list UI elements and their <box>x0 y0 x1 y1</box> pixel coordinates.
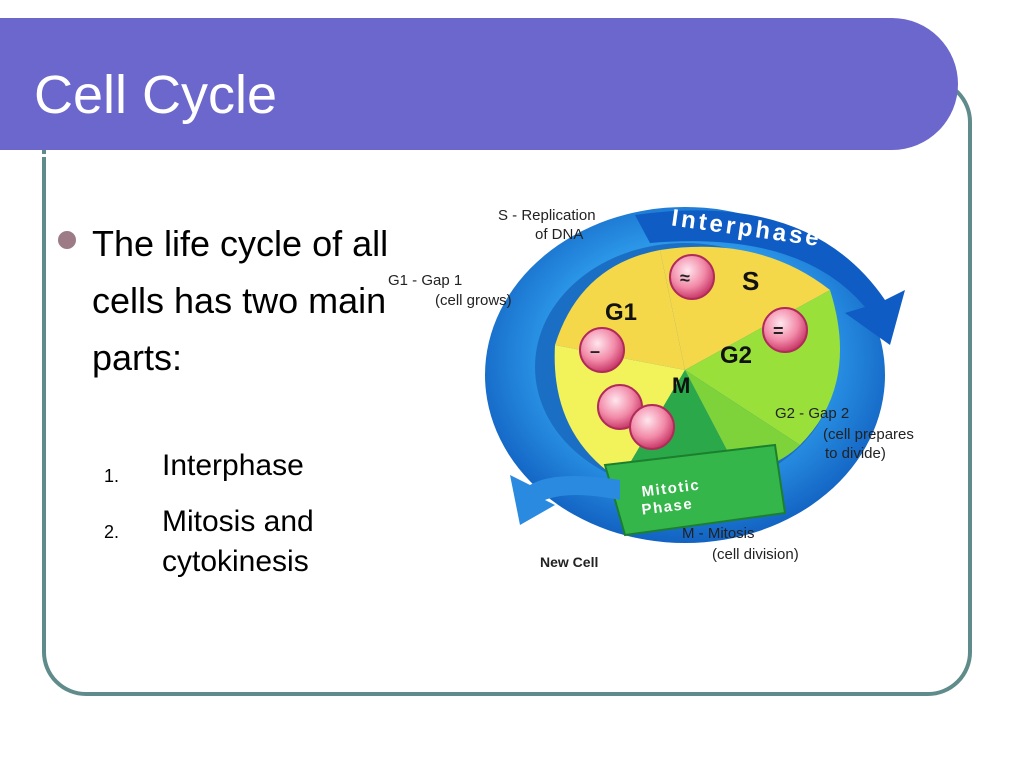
list-item-number: 2. <box>104 522 120 542</box>
cell-cycle-diagram: Interphase G1 S G2 M ≈ – = Mitotic Phase… <box>388 204 914 570</box>
m-phase-label-sub: (cell division) <box>712 546 799 563</box>
interphase-arrow <box>635 210 905 345</box>
g2-phase-label: G2 - Gap 2 <box>775 405 849 422</box>
mitotic-banner <box>603 443 787 537</box>
g1-phase-letter: G1 <box>605 299 637 326</box>
m-phase-label: M - Mitosis <box>682 525 755 542</box>
new-cell-arrow-icon <box>510 475 620 525</box>
bullet-dot-icon <box>58 231 76 249</box>
g1-phase-label-sub: (cell grows) <box>435 292 512 309</box>
slide-title: Cell Cycle <box>34 65 278 125</box>
new-cell-label: New Cell <box>540 554 598 570</box>
list-item-text: Mitosis and cytokinesis <box>162 505 314 578</box>
g1-phase-label: G1 - Gap 1 <box>388 272 462 289</box>
g2-phase-label-sub2: to divide) <box>825 445 886 462</box>
g2-phase-letter: G2 <box>720 342 752 369</box>
svg-text:≈: ≈ <box>680 268 690 288</box>
cell-icon: = <box>762 307 808 353</box>
cell-icon: ≈ <box>669 254 715 300</box>
svg-text:=: = <box>773 321 784 341</box>
list-item-text: Interphase <box>162 449 304 482</box>
title-bar: Cell Cycle <box>0 18 958 157</box>
m-phase-letter: M <box>672 373 690 398</box>
title-underline <box>0 154 905 157</box>
mitotic-label-line2: Phase <box>641 495 694 518</box>
cell-icon: – <box>579 327 625 373</box>
list-item-number: 1. <box>104 466 120 486</box>
s-phase-label: S - Replication <box>498 207 596 224</box>
dividing-cell-icon <box>597 384 675 450</box>
s-phase-label-sub: of DNA <box>535 226 583 243</box>
s-phase-letter: S <box>742 266 759 296</box>
bullet-text: The life cycle of all cells has two main… <box>92 223 389 378</box>
g2-phase-label-sub: (cell prepares <box>823 426 914 443</box>
svg-text:–: – <box>590 341 600 361</box>
